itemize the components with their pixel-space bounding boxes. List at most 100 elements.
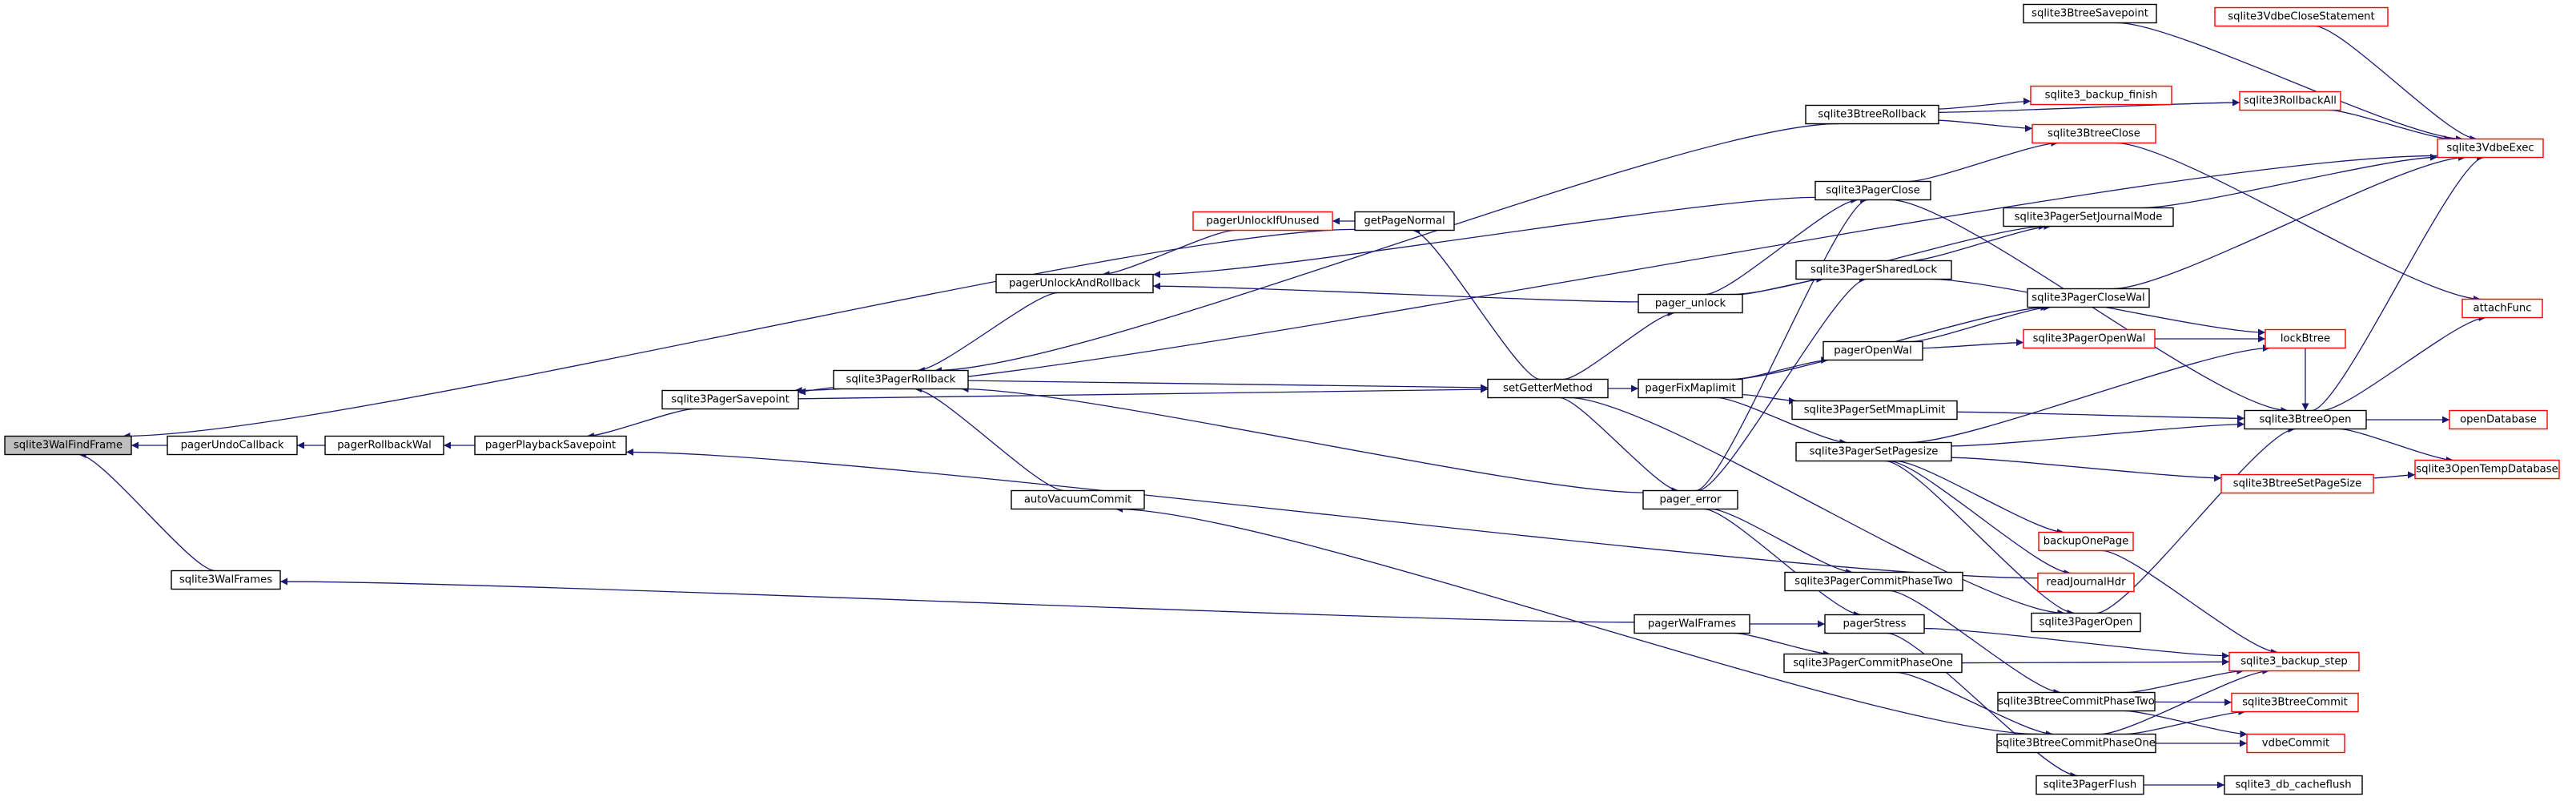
node-sqlite3-pager-close[interactable]: sqlite3PagerClose	[1814, 180, 1931, 201]
node-label: autoVacuumCommit	[1024, 494, 1131, 506]
node-backup-one-page[interactable]: backupOnePage	[2038, 531, 2134, 552]
node-sqlite3-pager-commit-phase-one[interactable]: sqlite3PagerCommitPhaseOne	[1783, 653, 1963, 674]
edge-n21-to-n32	[1910, 304, 2052, 343]
node-box	[1784, 571, 1963, 592]
node-sqlite3-pager-close-wal[interactable]: sqlite3PagerCloseWal	[2027, 288, 2150, 308]
edge-line	[1956, 411, 2245, 422]
node-sqlite3-backup-finish[interactable]: sqlite3_backup_finish	[2030, 85, 2172, 106]
node-label: lockBtree	[2281, 333, 2330, 345]
node-pager-wal-frames[interactable]: pagerWalFrames	[1634, 614, 1750, 634]
node-sqlite3-btree-close[interactable]: sqlite3BtreeClose	[2031, 123, 2156, 144]
node-auto-vacuum-commit[interactable]: autoVacuumCommit	[1011, 489, 1145, 510]
edge-line	[1888, 460, 2072, 577]
edge-n13-to-n19	[1705, 196, 1859, 296]
node-read-journal-hdr[interactable]: readJournalHdr	[2037, 572, 2135, 593]
edge-line	[1923, 627, 2230, 660]
node-pager-error[interactable]: pager_error	[1642, 489, 1738, 510]
node-box	[2414, 459, 2560, 480]
node-sqlite3-open-temp-database[interactable]: sqlite3OpenTempDatabase	[2414, 459, 2560, 480]
nodes-layer: sqlite3WalFindFrame pagerUndoCallback page…	[4, 3, 2560, 795]
node-attach-func[interactable]: attachFunc	[2461, 298, 2543, 319]
node-sqlite3-vdbe-close-statement[interactable]: sqlite3VdbeCloseStatement	[2214, 6, 2389, 27]
edge-line	[625, 448, 2039, 579]
node-get-page-normal[interactable]: getPageNormal	[1354, 211, 1455, 231]
node-sqlite3-pager-savepoint[interactable]: sqlite3PagerSavepoint	[661, 389, 799, 410]
node-sqlite3-pager-flush[interactable]: sqlite3PagerFlush	[2035, 775, 2144, 795]
edge-line	[914, 385, 1065, 492]
node-box	[2220, 473, 2374, 494]
edge-line	[123, 228, 1356, 440]
node-sqlite3-vdbe-exec[interactable]: sqlite3VdbeExec	[2437, 138, 2544, 159]
node-box	[2449, 409, 2548, 430]
node-sqlite3-btree-set-page-size[interactable]: sqlite3BtreeSetPageSize	[2220, 473, 2374, 494]
node-sqlite3-pager-set-mmap-limit[interactable]: sqlite3PagerSetMmapLimit	[1791, 400, 1958, 421]
node-label: sqlite3OpenTempDatabase	[2416, 464, 2558, 476]
edge-n15-to-n24	[1710, 508, 1854, 576]
node-box	[1354, 211, 1455, 231]
node-label: sqlite3PagerCommitPhaseTwo	[1794, 576, 1953, 588]
node-box	[1795, 260, 1952, 280]
node-sqlite3-pager-set-journal-mode[interactable]: sqlite3PagerSetJournalMode	[2003, 207, 2174, 227]
node-label: sqlite3PagerSetJournalMode	[2015, 211, 2163, 223]
edge-line	[798, 385, 1489, 400]
node-lock-btree[interactable]: lockBtree	[2265, 328, 2346, 349]
node-sqlite3-btree-open[interactable]: sqlite3BtreeOpen	[2244, 409, 2367, 430]
node-sqlite3-wal-find-frame[interactable]: sqlite3WalFindFrame	[4, 435, 132, 456]
edge-line	[2142, 153, 2438, 209]
node-pager-undo-callback[interactable]: pagerUndoCallback	[167, 435, 298, 456]
node-label: sqlite3BtreeSavepoint	[2031, 8, 2148, 20]
node-sqlite3-btree-commit-phase-two[interactable]: sqlite3BtreeCommitPhaseTwo	[1997, 691, 2156, 712]
edge-line	[1742, 393, 1797, 405]
node-sqlite3-btree-commit[interactable]: sqlite3BtreeCommit	[2231, 692, 2359, 713]
node-pager-unlock-and-rollback[interactable]: pagerUnlockAndRollback	[995, 273, 1154, 294]
node-pager-open-wal[interactable]: pagerOpenWal	[1822, 340, 1923, 361]
node-box	[1824, 614, 1925, 634]
node-pager-fix-maplimit[interactable]: pagerFixMaplimit	[1638, 378, 1743, 399]
node-pager-unlock-if-unused[interactable]: pagerUnlockIfUnused	[1192, 211, 1333, 231]
node-sqlite3-btree-savepoint[interactable]: sqlite3BtreeSavepoint	[2023, 3, 2157, 24]
edge-n39-to-n35	[2096, 425, 2296, 614]
edge-line	[1563, 309, 1675, 380]
edge-n31-to-n43	[2142, 153, 2438, 209]
node-sqlite3-pager-commit-phase-two[interactable]: sqlite3PagerCommitPhaseTwo	[1784, 571, 1963, 592]
node-pager-unlock[interactable]: pager_unlock	[1638, 293, 1743, 314]
edge-line	[1910, 304, 2052, 343]
edge-line	[2096, 425, 2296, 614]
edge-n22-to-n35	[1956, 411, 2245, 422]
node-label: sqlite3BtreeSetPageSize	[2233, 478, 2361, 490]
node-sqlite3-pager-set-pagesize[interactable]: sqlite3PagerSetPagesize	[1795, 441, 1952, 462]
node-sqlite3-btree-commit-phase-one[interactable]: sqlite3BtreeCommitPhaseOne	[1996, 733, 2156, 754]
node-sqlite3-wal-frames[interactable]: sqlite3WalFrames	[171, 570, 281, 590]
node-box	[2035, 775, 2144, 795]
edge-line	[1152, 196, 1816, 279]
node-sqlite3-pager-open-wal[interactable]: sqlite3PagerOpenWal	[2023, 328, 2156, 349]
edge-n41-to-n48	[2125, 708, 2246, 735]
edge-n40-to-n47	[2126, 667, 2244, 694]
edge-n35-to-n44	[2321, 314, 2486, 412]
node-box	[1814, 180, 1931, 201]
edge-n10-to-n1	[123, 228, 1356, 440]
node-sqlite3-pager-rollback[interactable]: sqlite3PagerRollback	[833, 369, 969, 390]
node-sqlite3-backup-step[interactable]: sqlite3_backup_step	[2228, 651, 2360, 672]
node-sqlite3-db-cacheflush[interactable]: sqlite3_db_cacheflush	[2224, 775, 2363, 795]
node-label: sqlite3BtreeCommit	[2242, 697, 2348, 709]
node-box	[833, 369, 969, 390]
edge-line	[798, 387, 834, 396]
node-sqlite3-btree-rollback[interactable]: sqlite3BtreeRollback	[1805, 104, 1939, 125]
edge-n36-to-n46	[2373, 471, 2416, 479]
node-box	[1642, 489, 1738, 510]
node-box	[1192, 211, 1333, 231]
edge-n16-to-n26	[1734, 632, 1831, 658]
node-sqlite3-pager-open[interactable]: sqlite3PagerOpen	[2031, 612, 2141, 633]
node-set-getter-method[interactable]: setGetterMethod	[1487, 378, 1609, 399]
node-vdbe-commit[interactable]: vdbeCommit	[2246, 733, 2345, 754]
edge-line	[967, 380, 1489, 392]
node-pager-stress[interactable]: pagerStress	[1824, 614, 1925, 634]
node-open-database[interactable]: openDatabase	[2449, 409, 2548, 430]
node-pager-rollback-wal[interactable]: pagerRollbackWal	[324, 435, 444, 456]
node-sqlite3-rollback-all[interactable]: sqlite3RollbackAll	[2239, 91, 2341, 111]
edge-n21-to-n33	[1922, 339, 2024, 349]
node-sqlite3-pager-shared-lock[interactable]: sqlite3PagerSharedLock	[1795, 260, 1952, 280]
node-pager-playback-savepoint[interactable]: pagerPlaybackSavepoint	[474, 435, 627, 456]
edge-n20-to-n31	[1911, 223, 2052, 262]
